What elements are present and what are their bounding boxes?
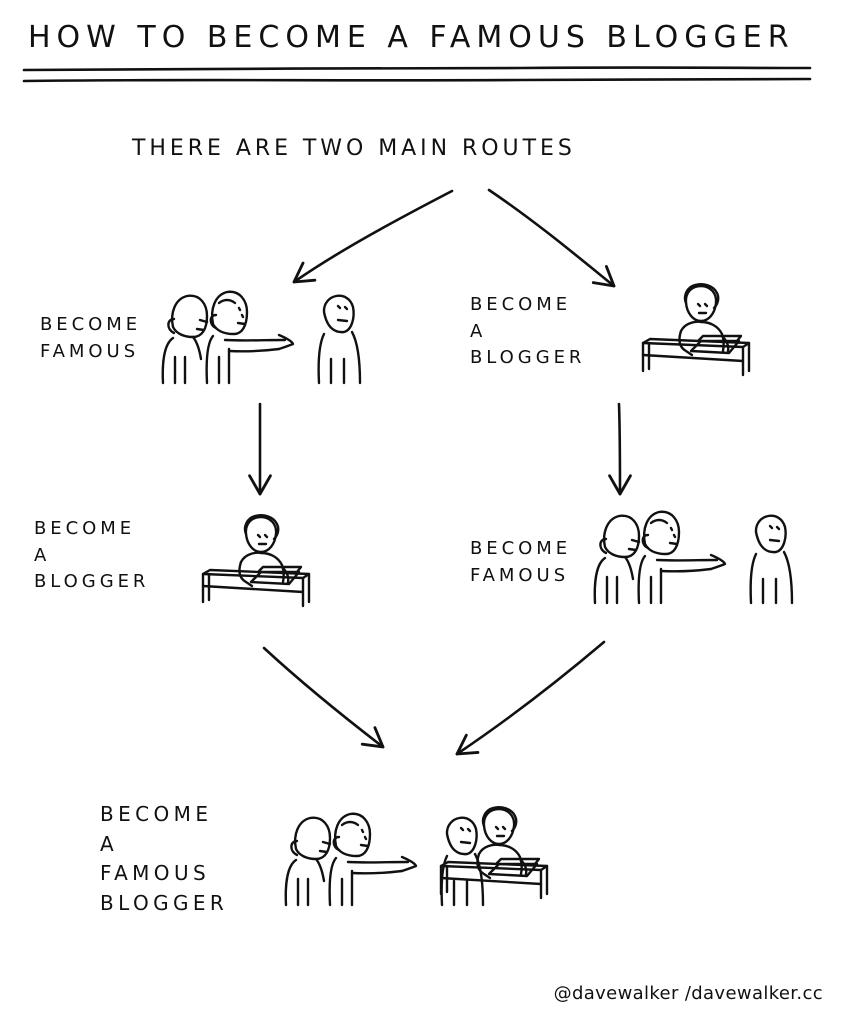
flow-arrows [248,188,632,756]
final-result-step: BECOME A FAMOUS BLOGGER [100,802,229,915]
right-route-first-step: BECOME A BLOGGER [470,294,586,369]
right-route-second-step: BECOME FAMOUS [470,538,572,586]
intro-text: THERE ARE TWO MAIN ROUTES [132,136,576,161]
arrow-left-to-result [262,646,385,749]
arrow-to-right-route [487,188,616,288]
person-at-laptop-icon [641,283,751,377]
title-underline [22,66,812,83]
left-route-first-step: BECOME FAMOUS [40,314,142,362]
pointing-crowd-icon [284,812,485,907]
pointing-crowd-icon [161,290,362,385]
page-title: HOW TO BECOME A FAMOUS BLOGGER [28,20,795,55]
left-route-second-step: BECOME A BLOGGER [34,518,150,593]
author-credit: @davewalker /davewalker.cc [553,983,823,1004]
arrow-right-to-result [455,640,606,756]
arrow-right-down [608,402,632,496]
arrow-to-left-route [292,189,454,284]
person-at-laptop-icon [201,514,311,608]
pointing-crowd-icon [593,510,794,605]
